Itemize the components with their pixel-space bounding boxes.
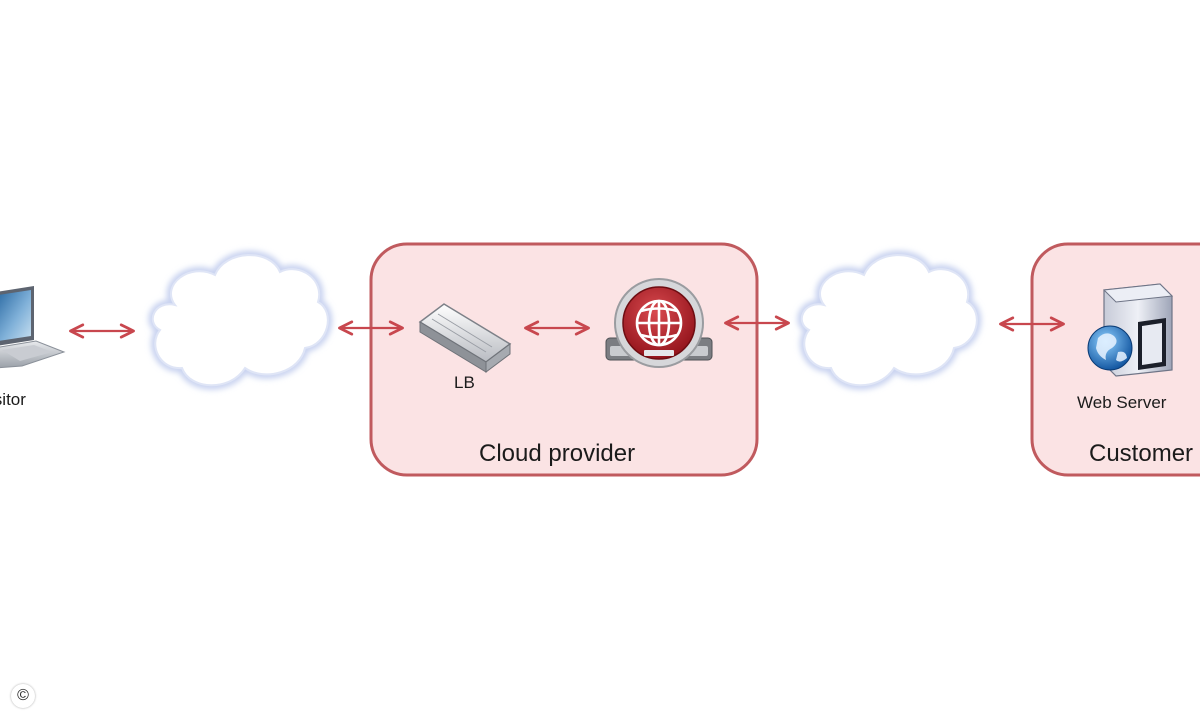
globe-appliance-icon — [605, 278, 713, 368]
web-server-icon — [1087, 283, 1174, 377]
cloud-provider-label: Cloud provider — [479, 440, 636, 467]
visitor-label: Visitor — [0, 390, 26, 409]
internet-cloud-right — [797, 250, 982, 390]
internet-cloud-left — [148, 250, 333, 390]
load-balancer-icon — [418, 303, 512, 373]
lb-label: LB — [454, 373, 475, 392]
web-server-label: Web Server — [1077, 393, 1167, 412]
customer-label: Customer — [1089, 440, 1194, 467]
copyright-badge: © — [11, 684, 35, 708]
laptop-icon — [0, 286, 66, 369]
